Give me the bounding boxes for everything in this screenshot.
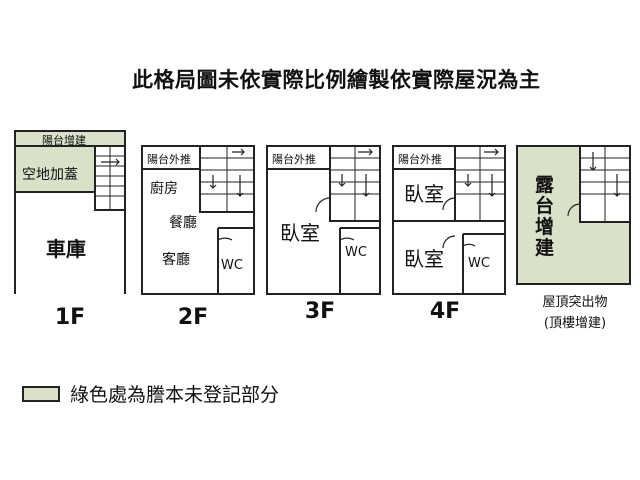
4f-bedroom-1-label: 臥室 (404, 182, 444, 206)
1f-garage-label: 車庫 (46, 237, 86, 261)
roof-plan (516, 145, 631, 285)
floor-4f-plan (392, 145, 506, 295)
legend-swatch (22, 385, 60, 402)
floor-label-3f: 3F (304, 299, 336, 324)
roof-label-line1: 屋頂突出物 (542, 295, 608, 310)
floor-label-4f: 4F (429, 299, 461, 324)
2f-wc-label: WC (221, 258, 243, 273)
roof-label: 屋頂突出物 (頂樓增建) (515, 292, 635, 334)
roof-label-line2: (頂樓增建) (543, 316, 607, 331)
floor-label-2f: 2F (177, 305, 209, 330)
4f-wc-label: WC (468, 256, 490, 271)
floor-2f-plan (141, 145, 255, 295)
2f-kitchen-label: 廚房 (150, 181, 178, 197)
2f-dining-label: 餐廳 (169, 215, 197, 231)
floor-3f-plan (266, 145, 381, 295)
3f-wc-label: WC (345, 245, 367, 260)
3f-bedroom-label: 臥室 (280, 221, 320, 245)
3f-balcony-out-label: 陽台外推 (272, 153, 316, 166)
2f-balcony-out-label: 陽台外推 (147, 153, 191, 166)
1f-balcony-extension-label: 陽台增建 (42, 134, 86, 147)
floor-label-1f: 1F (54, 305, 86, 330)
4f-balcony-out-label: 陽台外推 (398, 153, 442, 166)
legend-text: 綠色處為謄本未登記部分 (70, 384, 280, 406)
4f-bedroom-2-label: 臥室 (404, 247, 444, 271)
floor-1f-plan (14, 130, 126, 294)
1f-open-land-cover-label: 空地加蓋 (22, 167, 78, 183)
legend: 綠色處為謄本未登記部分 (22, 380, 279, 407)
2f-living-label: 客廳 (162, 252, 190, 268)
roof-terrace-label: 露台增建 (535, 174, 555, 259)
diagram-title: 此格局圖未依實際比例繪製依實際屋況為主 (132, 68, 541, 92)
